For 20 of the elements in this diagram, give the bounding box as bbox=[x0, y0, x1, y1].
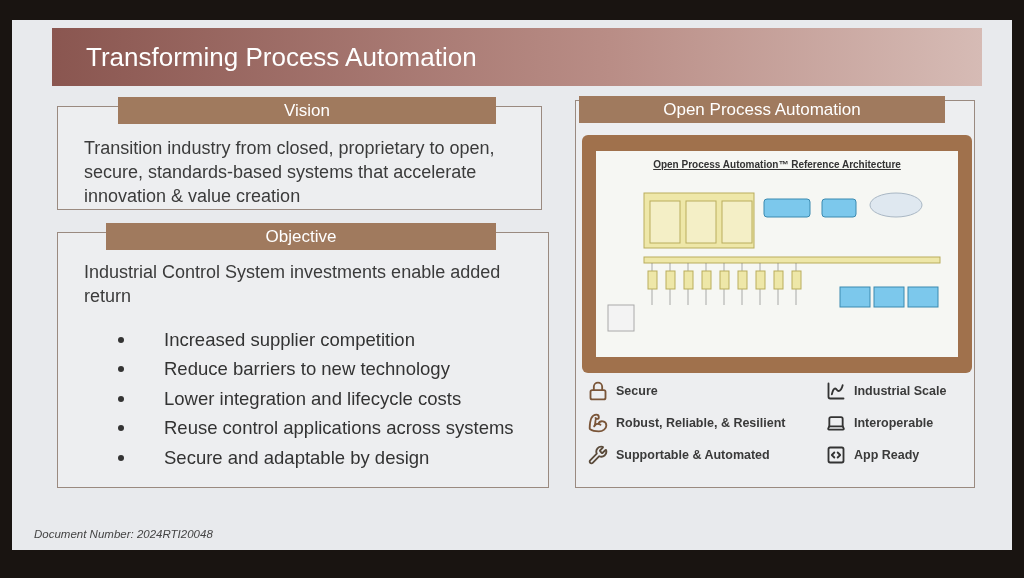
section-heading: Objective bbox=[106, 223, 496, 250]
figure-title: Open Process Automation™ Reference Architecture bbox=[652, 159, 902, 170]
feature-label: Interoperable bbox=[854, 416, 934, 430]
reference-architecture-figure bbox=[582, 135, 972, 373]
section-heading: Vision bbox=[118, 97, 496, 124]
slide-title: Transforming Process Automation bbox=[86, 41, 477, 73]
feature-label: Robust, Reliable, & Resilient bbox=[616, 416, 786, 430]
bullet-item: Reuse control applications across systems bbox=[164, 417, 514, 440]
feature-label: Industrial Scale bbox=[854, 384, 947, 398]
document-number: Document Number: 2024RTI20048 bbox=[34, 528, 213, 540]
bullet-item: Lower integration and lifecycle costs bbox=[164, 387, 462, 410]
section-heading: Open Process Automation bbox=[579, 96, 945, 123]
bullet-item: Reduce barriers to new technology bbox=[164, 358, 450, 381]
bullet-item: Secure and adaptable by design bbox=[164, 446, 430, 469]
bullet-item: Increased supplier competition bbox=[164, 328, 415, 351]
feature-label: App Ready bbox=[854, 448, 920, 462]
objective-text: Industrial Control System investments enable added return bbox=[84, 261, 502, 308]
feature-label: Secure bbox=[616, 384, 658, 398]
vision-text: Transition industry from closed, proprietary to open, secure, standards-based systems that accelerate innovation & value creation bbox=[84, 137, 496, 208]
feature-label: Supportable & Automated bbox=[616, 448, 770, 462]
